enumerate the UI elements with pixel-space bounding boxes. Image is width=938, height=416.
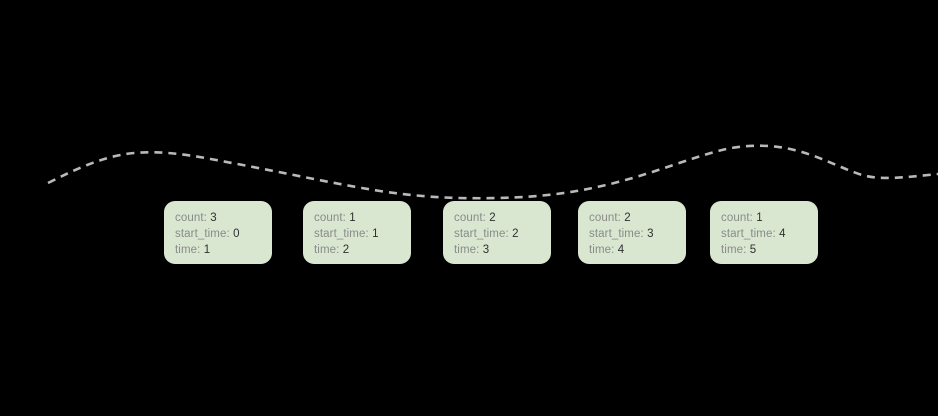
node-field-start_time: start_time: 0 <box>175 226 261 242</box>
node-field-label: time: <box>314 244 340 256</box>
node-field-value: 3 <box>210 212 217 224</box>
node-field-start_time: start_time: 3 <box>589 226 675 242</box>
node-field-start_time: start_time: 1 <box>314 226 400 242</box>
node-field-label: count: <box>175 212 207 224</box>
node-field-value: 2 <box>512 228 519 240</box>
node-field-time: time: 4 <box>589 242 675 258</box>
node-field-value: 2 <box>342 244 350 256</box>
node-field-value: 2 <box>624 212 631 224</box>
node-field-count: count: 2 <box>454 210 540 226</box>
node-field-count: count: 1 <box>721 210 807 226</box>
node-field-label: time: <box>721 244 747 256</box>
node-field-label: time: <box>454 244 480 256</box>
node-field-label: start_time: <box>721 228 776 240</box>
node-field-time: time: 5 <box>721 242 807 258</box>
node-field-count: count: 3 <box>175 210 261 226</box>
node-field-start_time: start_time: 4 <box>721 226 807 242</box>
node-field-value: 1 <box>349 212 356 224</box>
node-field-time: time: 2 <box>314 242 400 258</box>
node-field-label: start_time: <box>454 228 509 240</box>
node-field-value: 1 <box>203 244 211 256</box>
node-field-time: time: 1 <box>175 242 261 258</box>
node-field-value: 2 <box>489 212 496 224</box>
node-field-label: time: <box>589 244 615 256</box>
node-field-label: count: <box>589 212 621 224</box>
node-field-label: count: <box>314 212 346 224</box>
node-field-label: time: <box>175 244 201 256</box>
node-field-time: time: 3 <box>454 242 540 258</box>
node-field-value: 5 <box>749 244 757 256</box>
node-field-count: count: 2 <box>589 210 675 226</box>
node-field-value: 0 <box>233 228 240 240</box>
node-field-label: start_time: <box>175 228 230 240</box>
node-field-label: count: <box>721 212 753 224</box>
node-field-label: start_time: <box>314 228 369 240</box>
node-field-value: 3 <box>482 244 490 256</box>
node-field-value: 4 <box>779 228 786 240</box>
node-field-count: count: 1 <box>314 210 400 226</box>
node-field-value: 4 <box>617 244 625 256</box>
node-field-value: 1 <box>372 228 379 240</box>
node-field-value: 1 <box>756 212 763 224</box>
node-field-value: 3 <box>647 228 654 240</box>
node-field-start_time: start_time: 2 <box>454 226 540 242</box>
node-field-label: count: <box>454 212 486 224</box>
node-field-label: start_time: <box>589 228 644 240</box>
